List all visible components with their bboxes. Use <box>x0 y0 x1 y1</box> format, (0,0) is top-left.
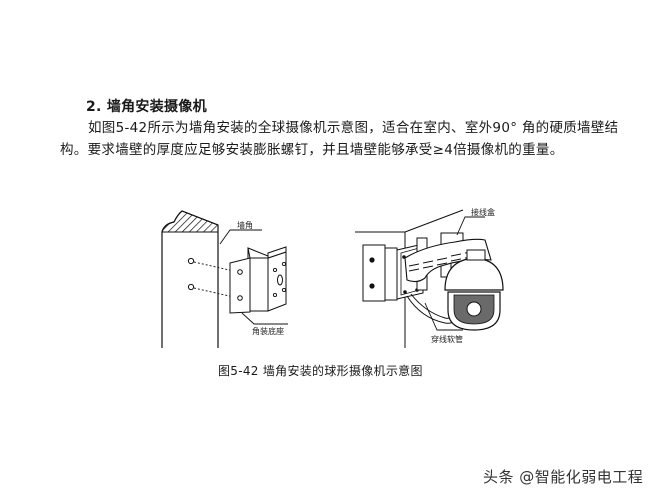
watermark: 头条 @智能化弱电工程 <box>483 468 644 486</box>
label-corner-base: 角装底座 <box>252 326 284 336</box>
label-wall-corner: 墙角 <box>237 220 253 230</box>
section-heading: 2. 墙角安装摄像机 <box>86 99 207 115</box>
figure-caption: 图5-42 墙角安装的球形摄像机示意图 <box>218 364 423 378</box>
label-conduit: 穿线软管 <box>431 334 463 344</box>
label-junction-box: 接线盒 <box>471 207 495 217</box>
dome-camera-diagram: 接线盒 穿线软管 <box>355 207 504 348</box>
corner-mount-diagram: 墙角 角装底座 <box>161 210 288 348</box>
section-paragraph: 如图5-42所示为墙角安装的全球摄像机示意图，适合在室内、室外90° 角的硬质墙… <box>60 120 619 158</box>
